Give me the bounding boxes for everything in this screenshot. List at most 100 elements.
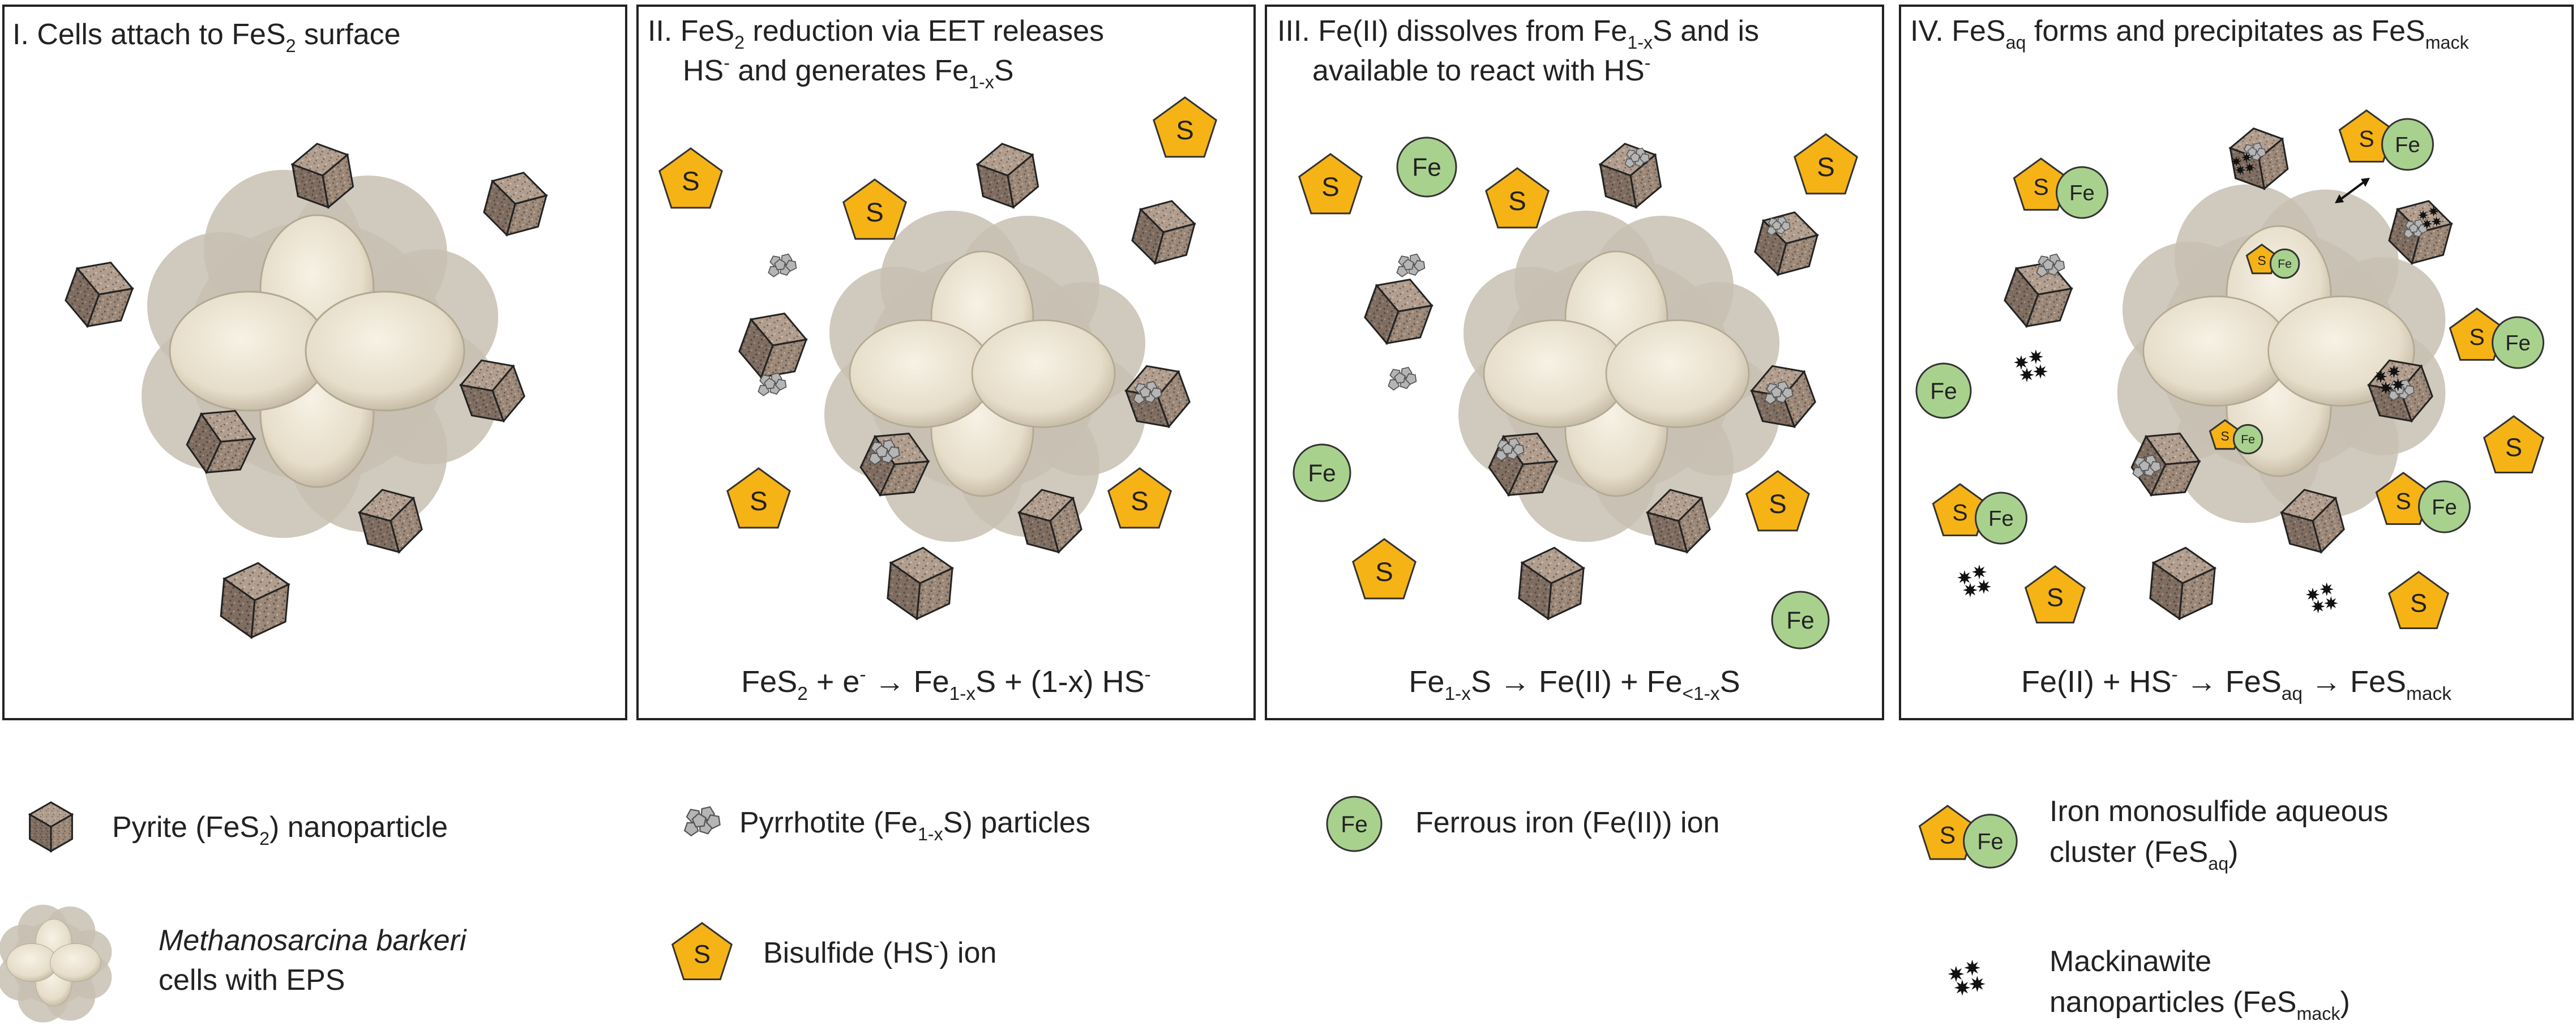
bisulfide-ion: S (2483, 415, 2545, 473)
pyrite-nanoparticle (1518, 546, 1586, 621)
bisulfide-ion: S (2024, 565, 2086, 623)
panel-2-equation: FeS2 + e- → Fe1-xS + (1-x) HS- (741, 664, 1151, 704)
sulfur-symbol: S (1176, 116, 1194, 146)
sulfur-symbol: S (1508, 186, 1526, 216)
iron-symbol: Fe (1977, 829, 2003, 854)
ferrous-iron-ion: Fe (1293, 443, 1351, 502)
ferrous-iron-ion: Fe (1771, 591, 1830, 650)
bisulfide-ion: S (842, 178, 907, 240)
legend-mackinawite-icon (1948, 959, 1986, 996)
bisulfide-ion: S (726, 467, 791, 529)
sulfur-symbol: S (750, 486, 768, 516)
cell-lobes (849, 250, 1116, 497)
pyrite-nanoparticle (975, 143, 1039, 209)
iron-monosulfide-cluster: S Fe (2209, 419, 2263, 455)
bisulfide-ion: S (1485, 167, 1550, 229)
exchange-arrow (2335, 178, 2370, 203)
bisulfide-ion: S (1298, 153, 1363, 215)
iron-monosulfide-cluster: S Fe (2375, 472, 2471, 533)
panel-2-frame (636, 5, 1256, 720)
bisulfide-ion: S (658, 147, 723, 209)
panel-3-title-line-1: III. Fe(II) dissolves from Fe1-xS and is (1277, 15, 1759, 53)
pyrite-nanoparticle (1017, 489, 1082, 554)
pyrite-nanoparticle (1754, 211, 1819, 276)
bisulfide-ion: S (2387, 571, 2450, 629)
panel-1-scene (65, 143, 548, 639)
iron-symbol: Fe (2432, 495, 2457, 520)
legend-pyrite-label: Pyrite (FeS2) nanoparticle (112, 811, 448, 849)
bisulfide-ion: S (1153, 96, 1217, 158)
pyrrhotite-particles (868, 439, 900, 465)
cluster-iron-part: Fe (1975, 492, 2027, 545)
legend-mackinawite-label-line-2: nanoparticles (FeSmack) (2049, 986, 2350, 1024)
sulfur-symbol: S (1952, 499, 1967, 525)
cluster-iron-part: Fe (2269, 248, 2300, 279)
cluster-iron-part: Fe (2232, 424, 2263, 455)
iron-symbol: Fe (1988, 507, 2014, 531)
cluster-sulfur-part: S (2449, 307, 2505, 361)
legend-mackinawite-label-line-1: Mackinawite (2049, 945, 2211, 978)
panel-4-equation: Fe(II) + HS- → FeSaq → FeSmack (2021, 664, 2451, 704)
iron-symbol: Fe (2069, 181, 2095, 206)
iron-symbol: Fe (2505, 331, 2531, 356)
pyrite-nanoparticle (2280, 489, 2345, 554)
pyrite-nanoparticle (483, 172, 548, 237)
ferrous-iron-ion: Fe (1396, 136, 1457, 198)
iron-symbol: Fe (1308, 460, 1336, 487)
cell-lobes (1483, 250, 1750, 497)
sulfur-symbol: S (2395, 488, 2411, 514)
iron-symbol: Fe (1786, 608, 1815, 634)
pyrrhotite-particles (2036, 253, 2065, 277)
pyrite-nanoparticle (738, 312, 808, 379)
panel-3-title-line-2: available to react with HS- (1312, 53, 1650, 87)
pyrite-nanoparticle (65, 261, 134, 328)
panel-1-frame (2, 5, 627, 720)
iron-symbol: Fe (2241, 433, 2255, 446)
sulfur-symbol: S (1940, 822, 1955, 849)
pyrrhotite-particles (1396, 253, 1426, 277)
sulfur-symbol: S (2410, 588, 2427, 617)
cluster-iron-part: Fe (2418, 480, 2471, 533)
pyrite-nanoparticle (1364, 278, 1434, 345)
sulfur-symbol: S (1769, 489, 1787, 519)
pyrrhotite-particles (1764, 381, 1794, 405)
pyrrhotite-particles (1766, 216, 1791, 236)
pyrrhotite-particles (1133, 381, 1162, 405)
sulfur-symbol: S (1817, 152, 1835, 182)
legend-pyrrhotite-label: Pyrrhotite (Fe1-xS) particles (739, 806, 1090, 844)
bisulfide-ion: S (1745, 470, 1810, 532)
bisulfide-ion: S (1794, 133, 1858, 195)
ferrous-iron-ion: Fe (1915, 362, 1972, 419)
sulfur-symbol: S (866, 198, 884, 228)
legend-fes-aq-icon: S Fe (1918, 805, 2018, 869)
cluster-sulfur-part: S (2245, 243, 2278, 275)
legend-cells-label-line-2: cells with EPS (159, 964, 345, 997)
methanosarcina-cells (824, 211, 1145, 542)
panel-3-frame (1265, 5, 1884, 720)
legend-cells-label-line-1: Methanosarcina barkeri (159, 924, 467, 957)
mackinawite-nanoparticles (2305, 582, 2338, 614)
pyrite-nanoparticle (459, 359, 525, 423)
panel-2-title-line-1: II. FeS2 reduction via EET releases (648, 15, 1104, 53)
panel-4-frame (1899, 5, 2574, 720)
mackinawite-nanoparticles (2014, 349, 2048, 382)
iron-symbol: Fe (1412, 154, 1441, 182)
sulfur-symbol: S (2033, 174, 2048, 200)
sulfur-symbol: S (2220, 429, 2229, 443)
pyrrhotite-particles (758, 372, 787, 396)
legend-pyrite-icon (28, 801, 74, 853)
mackinawite-nanoparticles (1957, 565, 1991, 597)
sulfur-symbol: S (1375, 557, 1393, 587)
panel-frames (2, 5, 2574, 720)
pyrrhotite-particles (2132, 454, 2162, 478)
legend-bisulfide-icon: S (671, 922, 733, 980)
sulfur-symbol: S (2047, 583, 2064, 612)
cell-lobes (6, 918, 101, 1007)
pyrite-nanoparticle (859, 433, 930, 497)
